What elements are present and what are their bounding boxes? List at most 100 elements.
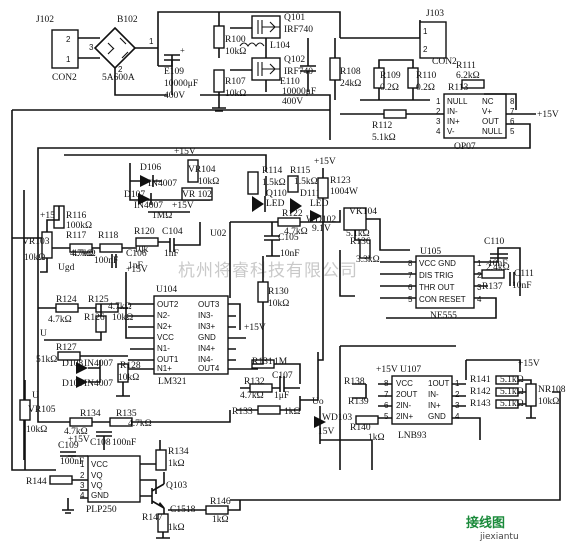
- wire-shunts: [360, 59, 430, 101]
- svg-text:J103: J103: [426, 9, 444, 19]
- svg-text:D108: D108: [62, 359, 83, 369]
- svg-text:LED: LED: [310, 199, 329, 209]
- wire-input-chain: [12, 206, 201, 273]
- svg-text:5.1kΩ: 5.1kΩ: [500, 387, 524, 397]
- diode-d109: D109 IN4007: [62, 376, 113, 389]
- svg-text:R115: R115: [290, 166, 310, 176]
- net-vplus15-op07: +15V: [537, 110, 559, 120]
- svg-text:2: 2: [455, 390, 460, 399]
- svg-text:4.7kΩ: 4.7kΩ: [48, 315, 72, 325]
- connector-j102-name: CON2: [52, 73, 77, 83]
- svg-text:10kΩ: 10kΩ: [225, 47, 246, 57]
- svg-text:C106: C106: [126, 249, 147, 259]
- wire-lnb93: [352, 383, 481, 440]
- svg-text:R114: R114: [262, 166, 282, 176]
- svg-text:THR OUT: THR OUT: [419, 283, 455, 292]
- resistor-r128: R128 10kΩ: [117, 361, 141, 383]
- wire-r123: [265, 168, 324, 248]
- diode-d107: D107 IN4007: [124, 190, 163, 211]
- resistor-r131: R131 1M: [251, 357, 288, 369]
- svg-text:2: 2: [423, 45, 428, 54]
- svg-text:E109: E109: [164, 67, 184, 77]
- svg-text:VQ: VQ: [91, 481, 103, 490]
- bridge-pin1: 1: [149, 37, 154, 46]
- svg-text:PLP250: PLP250: [86, 505, 117, 515]
- svg-text:10nF: 10nF: [512, 281, 532, 291]
- svg-text:N1+: N1+: [157, 364, 172, 373]
- svg-text:7: 7: [510, 107, 515, 116]
- svg-text:IRF740: IRF740: [284, 67, 313, 77]
- inductor-l104: L104: [239, 41, 290, 51]
- svg-text:R147: R147: [142, 513, 163, 523]
- svg-text:NE555: NE555: [430, 311, 457, 321]
- wire-gate-resistors: [212, 12, 226, 112]
- svg-text:R112: R112: [372, 121, 392, 131]
- wire-mosfet-bus: [200, 11, 341, 140]
- resistor-r140: R140 1kΩ: [350, 415, 385, 443]
- svg-text:U104: U104: [156, 285, 177, 295]
- svg-text:1nF: 1nF: [164, 249, 179, 259]
- svg-text:OUT3: OUT3: [198, 300, 220, 309]
- svg-text:R109: R109: [380, 71, 401, 81]
- svg-text:V-: V-: [447, 127, 455, 136]
- svg-text:NULL: NULL: [482, 127, 503, 136]
- wire-vr105: [24, 380, 231, 470]
- svg-text:3: 3: [477, 283, 482, 292]
- svg-text:IN4007: IN4007: [84, 379, 113, 389]
- svg-text:1.5kΩ: 1.5kΩ: [262, 178, 286, 188]
- resistor-r137: 2.4kΩ R137: [481, 263, 510, 292]
- svg-text:5: 5: [384, 412, 389, 421]
- svg-text:VCC: VCC: [91, 460, 108, 469]
- svg-text:VR105: VR105: [28, 405, 56, 415]
- svg-text:400V: 400V: [282, 97, 303, 107]
- svg-text:R116: R116: [66, 211, 86, 221]
- capacitor-c110: C110 10nF: [484, 237, 508, 269]
- resistor-1m-label: 1MΩ: [152, 211, 172, 221]
- svg-text:R140: R140: [350, 423, 371, 433]
- svg-text:6.2kΩ: 6.2kΩ: [456, 71, 480, 81]
- svg-text:7: 7: [384, 390, 389, 399]
- svg-text:接线图: 接线图: [466, 515, 505, 531]
- svg-text:3: 3: [80, 481, 85, 490]
- net-vplus15-vr104: +15V: [174, 147, 196, 157]
- bridge-pin2: 2: [118, 65, 123, 74]
- svg-text:R142: R142: [470, 387, 491, 397]
- site-logo: 接线图 jiexiantu: [466, 515, 519, 542]
- svg-text:CON2: CON2: [432, 57, 457, 67]
- potentiometer-vk104: VK104 5.1kΩ: [343, 207, 377, 239]
- svg-text:D111: D111: [300, 189, 321, 199]
- svg-text:4: 4: [455, 412, 460, 421]
- svg-text:100nF: 100nF: [60, 457, 84, 467]
- resistor-r111: R111 6.2kΩ: [456, 61, 485, 89]
- svg-text:R117: R117: [66, 231, 86, 241]
- zener-wd102: WD102 9.1V: [306, 210, 336, 234]
- svg-text:4: 4: [477, 295, 482, 304]
- net-u-left: U: [40, 329, 47, 339]
- svg-text:4.7kΩ: 4.7kΩ: [70, 249, 94, 259]
- svg-text:1: 1: [436, 97, 441, 106]
- net-vplus15-r115: +15V: [314, 157, 336, 167]
- svg-text:10kΩ: 10kΩ: [118, 373, 139, 383]
- svg-text:R126: R126: [84, 313, 105, 323]
- ic-u104: U104 OUT2 N2- N2+ VCC N1- OUT1 N1+ OUT3 …: [153, 285, 229, 387]
- wire-op07-vplus: [484, 93, 536, 115]
- bridge-pin3: 3: [89, 43, 94, 52]
- bridge-part: 5A600A: [102, 73, 135, 83]
- resistor-r146: R146 1kΩ: [205, 497, 231, 525]
- svg-text:1kΩ: 1kΩ: [168, 459, 185, 469]
- wire-integrator: [236, 248, 324, 411]
- resistor-r135: R135 4.7kΩ: [109, 409, 152, 429]
- svg-text:IN3-: IN3-: [198, 311, 213, 320]
- svg-text:IN3+: IN3+: [198, 322, 215, 331]
- svg-text:10kΩ: 10kΩ: [538, 397, 559, 407]
- svg-text:IN4007: IN4007: [84, 359, 113, 369]
- svg-text:10kΩ: 10kΩ: [112, 313, 133, 323]
- svg-text:D106: D106: [140, 163, 161, 173]
- svg-text:1: 1: [423, 27, 428, 36]
- svg-text:5: 5: [510, 127, 515, 136]
- svg-text:R133: R133: [232, 407, 253, 417]
- svg-text:NR108: NR108: [538, 385, 566, 395]
- resistor-r141: R141 5.1kΩ: [470, 375, 524, 385]
- svg-text:1μF: 1μF: [274, 391, 289, 401]
- svg-text:C109: C109: [58, 441, 79, 451]
